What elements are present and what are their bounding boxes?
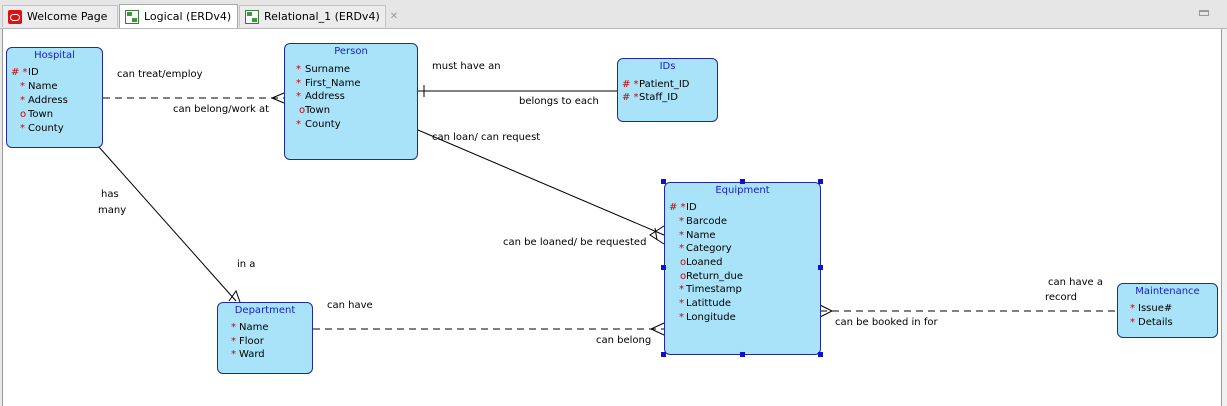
oracle-icon bbox=[8, 9, 22, 24]
selection-handle[interactable] bbox=[818, 352, 823, 357]
tab-welcome-page[interactable]: Welcome Page ✕ bbox=[2, 5, 126, 27]
close-icon[interactable]: ✕ bbox=[389, 11, 399, 22]
crowsfoot-equipment bbox=[649, 225, 665, 245]
rel-line-person-equipment[interactable] bbox=[417, 129, 665, 236]
tab-label: Logical (ERDv4) bbox=[144, 10, 232, 23]
tab-label: Relational_1 (ERDv4) bbox=[264, 10, 380, 23]
crowsfoot-person bbox=[270, 92, 285, 104]
entity-title: Person bbox=[334, 46, 368, 57]
selection-handle[interactable] bbox=[740, 179, 745, 184]
diagram-canvas[interactable] bbox=[2, 29, 1222, 406]
rel-label-can-have[interactable]: can have bbox=[327, 300, 373, 311]
rel-label-many[interactable]: many bbox=[98, 205, 127, 216]
selection-handle[interactable] bbox=[740, 352, 745, 357]
tab-relational-1-erdv4[interactable]: Relational_1 (ERDv4) ✕ bbox=[239, 5, 398, 27]
entity-title: Department bbox=[234, 305, 296, 316]
tab-label: Welcome Page bbox=[27, 10, 108, 23]
rel-label-has[interactable]: has bbox=[101, 189, 119, 200]
crowsfoot-equipment bbox=[649, 322, 665, 336]
rel-label-can-be-booked[interactable]: can be booked in for bbox=[835, 317, 938, 328]
rel-label-can-belong-work[interactable]: can belong/work at bbox=[173, 104, 270, 115]
editor-tab-bar: Welcome Page ✕ Logical (ERDv4) ✕ Relatio… bbox=[0, 0, 1227, 29]
rel-label-can-treat[interactable]: can treat/employ bbox=[117, 69, 203, 80]
tab-logical-erdv4[interactable]: Logical (ERDv4) ✕ bbox=[119, 4, 250, 28]
selection-handle[interactable] bbox=[818, 265, 823, 270]
selection-handle[interactable] bbox=[661, 352, 666, 357]
rel-label-can-have-a[interactable]: can have a bbox=[1048, 277, 1103, 288]
entity-title: Maintenance bbox=[1135, 286, 1200, 297]
erd-diagram-icon bbox=[245, 9, 259, 24]
rel-label-can-be-loaned[interactable]: can be loaned/ be requested bbox=[503, 237, 647, 248]
vertical-scrollbar[interactable] bbox=[1222, 29, 1227, 406]
rel-line-hospital-department[interactable] bbox=[98, 146, 237, 302]
selection-handle[interactable] bbox=[661, 179, 666, 184]
rel-label-must-have[interactable]: must have an bbox=[432, 61, 501, 72]
minimize-icon[interactable] bbox=[1199, 10, 1209, 16]
rel-label-in-a[interactable]: in a bbox=[237, 259, 256, 270]
entity-title: Equipment bbox=[715, 185, 770, 196]
entity-maintenance[interactable]: Maintenance *Issue# *Details bbox=[1117, 283, 1218, 338]
entity-title: Hospital bbox=[34, 50, 75, 61]
entity-title: IDs bbox=[659, 61, 676, 72]
rel-label-can-loan[interactable]: can loan/ can request bbox=[432, 132, 541, 143]
one-bar-marker bbox=[654, 227, 658, 241]
rel-label-belongs-to-each[interactable]: belongs to each bbox=[519, 96, 599, 107]
crowsfoot-equipment bbox=[819, 304, 834, 318]
rel-label-record[interactable]: record bbox=[1045, 292, 1077, 303]
selection-handle[interactable] bbox=[818, 179, 823, 184]
rel-label-can-belong[interactable]: can belong bbox=[596, 335, 652, 346]
selection-handle[interactable] bbox=[661, 265, 666, 270]
crowsfoot-department bbox=[228, 289, 241, 303]
entity-department[interactable]: Department *Name *Floor *Ward bbox=[217, 302, 313, 374]
entity-equipment[interactable]: Equipment # *ID *Barcode *Name *Category… bbox=[664, 182, 821, 355]
erd-diagram-icon bbox=[125, 9, 139, 24]
entity-ids[interactable]: IDs # *Patient_ID # *Staff_ID bbox=[617, 58, 718, 122]
